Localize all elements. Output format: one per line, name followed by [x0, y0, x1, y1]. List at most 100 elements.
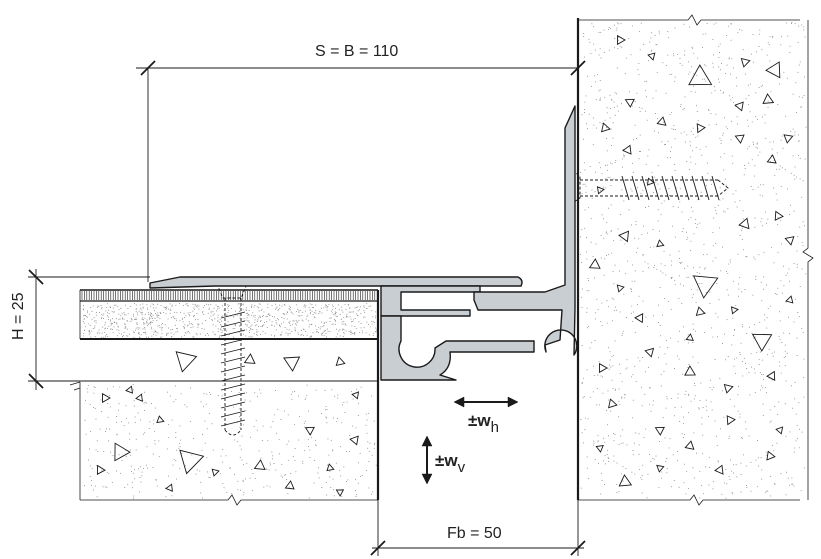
right-screw-thread	[621, 175, 720, 201]
aggregate-stone	[622, 144, 632, 155]
aggregate-stone	[102, 392, 111, 404]
thread-turn	[220, 401, 246, 409]
right-concrete-wall	[576, 14, 814, 506]
right-wall-profile	[473, 105, 578, 356]
aggregate-stone	[114, 442, 131, 462]
floor-layers	[79, 289, 378, 340]
aggregate-stone	[695, 306, 706, 317]
horizontal-movement-label: ±wh	[468, 411, 499, 436]
aggregate-stone	[243, 353, 256, 364]
aggregate-stone	[253, 459, 266, 471]
aggregate-stone	[774, 210, 784, 221]
thread-turn	[711, 175, 720, 201]
thread-turn	[661, 175, 670, 201]
aggregate-stone	[783, 134, 794, 144]
thread-turn	[220, 338, 246, 346]
aggregate-stone	[656, 116, 667, 126]
aggregate-stone	[785, 295, 794, 304]
horizontal-movement-subscript: h	[491, 419, 499, 436]
aggregate-stone	[599, 362, 608, 374]
aggregate-stone	[734, 101, 744, 112]
gap-dimension-label: Fb = 50	[447, 525, 502, 542]
horizontal-movement-arrow	[453, 396, 519, 408]
aggregate-stone	[588, 258, 601, 269]
aggregate-stone	[688, 64, 713, 86]
gap-dimension	[370, 500, 586, 556]
aggregate-stone	[600, 122, 611, 133]
aggregate-stone	[766, 154, 777, 164]
aggregate-stone	[734, 134, 745, 144]
aggregate-stone	[595, 445, 604, 453]
thread-turn	[220, 311, 246, 319]
thread-turn	[641, 175, 650, 201]
left-base-profile	[380, 285, 481, 317]
thread-turn	[220, 320, 246, 328]
aggregate-stone	[654, 426, 665, 436]
thread-turn	[701, 175, 710, 201]
aggregate-stone	[156, 415, 165, 424]
aggregate-stone	[607, 398, 618, 409]
aggregate-stone	[179, 449, 205, 475]
aggregate-stone	[685, 333, 694, 341]
right-concrete-texture	[580, 22, 807, 499]
aggregate-stone	[335, 356, 346, 367]
aggregate-stone	[726, 415, 736, 426]
vertical-movement-arrow	[421, 435, 433, 485]
aggregate-stone	[740, 57, 751, 68]
left-base-hook	[380, 315, 535, 381]
aggregate-stone	[684, 440, 695, 450]
thread-turn	[651, 175, 660, 201]
aggregate-stone	[351, 391, 360, 400]
thread-turn	[671, 175, 680, 201]
aggregate-stone	[284, 480, 295, 490]
aggregate-stone	[616, 284, 625, 293]
thread-turn	[681, 175, 690, 201]
left-screw-thread	[220, 311, 246, 427]
aggregate-stone	[125, 385, 134, 394]
aggregate-stone	[730, 306, 739, 315]
aggregate-stone	[784, 236, 795, 246]
thread-turn	[220, 374, 246, 382]
aggregate-stone	[775, 426, 784, 435]
aggregate-stone	[96, 464, 106, 475]
aggregate-stone	[696, 123, 706, 134]
thread-turn	[220, 392, 246, 400]
left-aggregate	[96, 351, 360, 497]
aggregate-stone	[335, 489, 345, 497]
thread-turn	[220, 419, 246, 427]
right-aggregate	[588, 34, 795, 487]
aggregate-stone	[349, 435, 359, 446]
thread-turn	[631, 175, 640, 201]
vertical-movement-subscript: v	[458, 459, 466, 476]
aggregate-stone	[326, 463, 335, 472]
aggregate-stone	[644, 347, 655, 358]
thread-turn	[220, 383, 246, 391]
thread-turn	[220, 365, 246, 373]
thread-turn	[220, 356, 246, 364]
aggregate-stone	[175, 351, 198, 373]
right-anchor-screw	[567, 167, 729, 207]
aggregate-stone	[135, 393, 143, 402]
thread-turn	[220, 329, 246, 337]
aggregate-stone	[738, 217, 750, 230]
thread-turn	[220, 410, 246, 418]
cover-plate	[149, 276, 523, 289]
aggregate-stone	[618, 230, 630, 243]
width-dimension	[136, 60, 586, 282]
vertical-movement-label: ±wv	[435, 451, 466, 476]
aggregate-stone	[692, 275, 719, 299]
aggregate-stone	[656, 239, 665, 248]
aggregate-stone	[596, 186, 605, 195]
floor-finish-hatch	[81, 291, 378, 300]
expansion-joint-profile	[149, 105, 578, 381]
aggregate-stone	[714, 464, 724, 475]
aggregate-stone	[765, 61, 781, 79]
thread-turn	[621, 175, 630, 201]
aggregate-stone	[766, 450, 776, 461]
aggregate-stone	[617, 34, 626, 46]
aggregate-stone	[646, 177, 655, 186]
aggregate-stone	[283, 356, 301, 372]
left-concrete-slab	[69, 290, 380, 506]
thread-turn	[220, 347, 246, 355]
